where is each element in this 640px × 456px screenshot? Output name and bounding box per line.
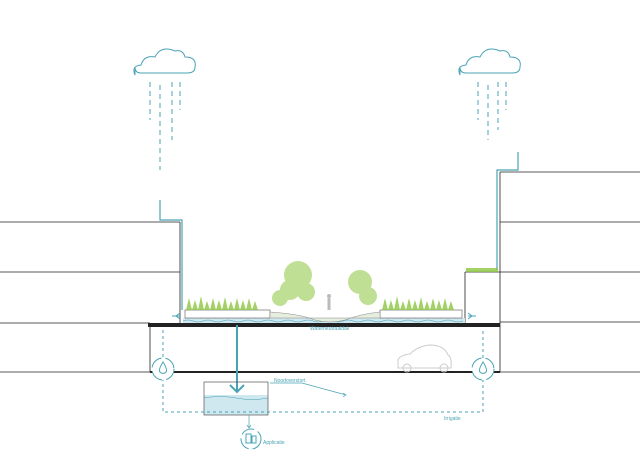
irrigation-label: Irrigatie xyxy=(444,416,461,422)
water-drop-cycle-icon xyxy=(151,357,175,381)
overflow-label: Noodoverstort xyxy=(274,378,306,384)
tree-icon xyxy=(272,261,377,306)
roof-slab xyxy=(148,323,500,327)
car-icon xyxy=(397,344,452,373)
left-building xyxy=(0,221,181,373)
storage-tank xyxy=(203,381,269,416)
roof-label: Waterneutraaldak xyxy=(310,326,350,332)
water-drop-cycle-icon xyxy=(471,357,495,381)
left-downpipe xyxy=(159,200,183,310)
vegetation xyxy=(186,268,498,310)
application-label: Applicatie xyxy=(263,440,285,446)
irrigation-loop xyxy=(162,330,484,413)
rain-cloud-icon xyxy=(458,48,521,140)
rain-cloud-icon xyxy=(133,48,196,170)
application-cycle-icon xyxy=(240,428,262,450)
right-downpipe xyxy=(496,152,519,270)
person-icon xyxy=(327,294,331,310)
